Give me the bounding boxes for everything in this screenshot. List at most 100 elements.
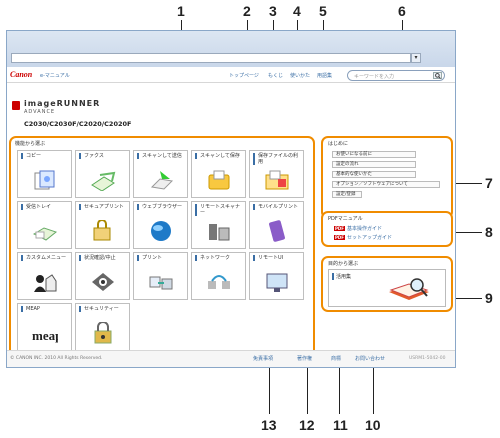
tile-inbox[interactable]: 受信トレイ — [17, 201, 72, 249]
address-dropdown-button[interactable]: ▾ — [411, 53, 421, 63]
callout-11: 11 — [333, 417, 348, 433]
tile-label: ウェブブラウザー — [137, 204, 185, 210]
intro-panel: はじめに お使いになる前に 設定の流れ 基本的な使いかた オプション／ソフトウェ… — [321, 136, 453, 219]
browser-toolbar: ▾ — [7, 31, 455, 67]
secure-print-icon — [90, 219, 116, 242]
copy-icon — [32, 169, 58, 191]
tile-security[interactable]: セキュリティー — [75, 303, 130, 351]
tile-label: セキュリティー — [79, 306, 127, 312]
tile-remote-scanner[interactable]: リモートスキャナー — [191, 201, 246, 249]
page-footer: © CANON INC. 2010 All Rights Reserved. 免… — [7, 350, 455, 367]
intro-panel-title: はじめに — [328, 141, 349, 147]
intro-item-settings[interactable]: 設定/登録 — [332, 191, 362, 198]
purpose-item-usage-guide[interactable]: 活用集 — [328, 269, 446, 307]
callout-2: 2 — [243, 3, 251, 19]
tile-status-monitor[interactable]: 状況確認/中止 — [75, 252, 130, 300]
page-header: Canon e-マニュアル トップページ もくじ 使いかた 用語集 キーワードを… — [7, 69, 455, 83]
print-icon — [148, 271, 174, 293]
intro-item-basic-use[interactable]: 基本的な使いかた — [332, 171, 416, 178]
tile-stored-files[interactable]: 保存ファイルの利用 — [249, 150, 304, 198]
purpose-panel-title: 目的から選ぶ — [328, 261, 359, 267]
search-box: キーワードを入力 — [347, 70, 445, 81]
tile-label: リモートスキャナー — [195, 204, 243, 216]
leader-line-9 — [452, 298, 482, 299]
tile-label: リモートUI — [253, 255, 301, 261]
callout-1: 1 — [177, 3, 185, 19]
footer-link-trademarks[interactable]: 商標 — [331, 356, 342, 362]
tile-remote-ui[interactable]: リモートUI — [249, 252, 304, 300]
tile-label: モバイルプリント — [253, 204, 301, 210]
scan-send-icon — [148, 169, 174, 191]
tile-fax[interactable]: ファクス — [75, 150, 130, 198]
link-how-to-use[interactable]: 使いかた — [290, 73, 311, 79]
intro-item-setup-flow[interactable]: 設定の流れ — [332, 161, 416, 168]
mobile-print-icon — [264, 220, 290, 242]
link-top-page[interactable]: トップページ — [229, 73, 259, 79]
footer-link-contact[interactable]: お問い合わせ — [355, 356, 386, 362]
callout-10: 10 — [365, 417, 381, 433]
callout-3: 3 — [269, 3, 277, 19]
footer-link-disclaimer[interactable]: 免責事項 — [253, 356, 274, 362]
document-number: USRM1-5042-00 — [409, 356, 446, 361]
leader-line-7 — [452, 183, 482, 184]
leader-line-11 — [339, 356, 340, 414]
tile-copy[interactable]: コピー — [17, 150, 72, 198]
remote-scanner-icon — [206, 220, 232, 242]
tile-label: セキュアプリント — [79, 204, 127, 210]
intro-item-before-use[interactable]: お使いになる前に — [332, 151, 416, 158]
link-contents[interactable]: もくじ — [268, 73, 284, 79]
web-browser-icon — [148, 220, 174, 242]
callout-6: 6 — [398, 3, 406, 19]
functions-panel-title: 機能から選ぶ — [15, 141, 46, 147]
tile-web-browser[interactable]: ウェブブラウザー — [133, 201, 188, 249]
footer-link-copyright[interactable]: 著作権 — [297, 356, 313, 362]
tile-secure-print[interactable]: セキュアプリント — [75, 201, 130, 249]
tile-label: 受信トレイ — [21, 204, 69, 210]
tile-label: コピー — [21, 153, 69, 159]
tile-label: ファクス — [79, 153, 127, 159]
tile-label: プリント — [137, 255, 185, 261]
callout-9: 9 — [485, 290, 493, 306]
purpose-item-label: 活用集 — [332, 273, 351, 280]
leader-line-13 — [269, 356, 270, 414]
callout-13: 13 — [261, 417, 277, 433]
tile-custom-menu[interactable]: カスタムメニュー — [17, 252, 72, 300]
pdf-panel-title: PDFマニュアル — [328, 216, 363, 222]
tile-print[interactable]: プリント — [133, 252, 188, 300]
tile-scan-send[interactable]: スキャンして送信 — [133, 150, 188, 198]
tile-mobile-print[interactable]: モバイルプリント — [249, 201, 304, 249]
search-input[interactable]: キーワードを入力 — [354, 74, 395, 80]
canon-logo[interactable]: Canon — [10, 70, 33, 79]
tile-label: 保存ファイルの利用 — [253, 153, 301, 165]
fax-icon — [90, 169, 116, 192]
remote-ui-icon — [264, 271, 290, 293]
pdf-link-label: セットアップガイド — [346, 235, 392, 241]
tile-scan-store[interactable]: スキャンして保存 — [191, 150, 246, 198]
meap-icon: meap — [32, 322, 62, 344]
scan-store-icon — [206, 169, 232, 191]
svg-text:meap: meap — [32, 328, 58, 343]
leader-line-12 — [307, 356, 308, 414]
browser-window: ▾ Canon e-マニュアル トップページ もくじ 使いかた 用語集 キーワー… — [6, 30, 456, 368]
tile-label: スキャンして送信 — [137, 153, 185, 159]
tile-meap[interactable]: MEAPmeap — [17, 303, 72, 351]
leader-line-10 — [373, 356, 374, 414]
security-icon — [90, 321, 116, 344]
link-glossary[interactable]: 用語集 — [317, 73, 333, 79]
callout-7: 7 — [485, 175, 493, 191]
tile-label: ネットワーク — [195, 255, 243, 261]
product-name: imageRUNNER — [24, 99, 101, 108]
intro-item-options-software[interactable]: オプション／ソフトウェアについて — [332, 181, 440, 188]
address-bar[interactable] — [11, 53, 411, 63]
leader-line-8 — [452, 232, 482, 233]
product-subname: ADVANCE — [24, 109, 56, 115]
emanual-label: e-マニュアル — [40, 73, 70, 79]
inbox-icon — [32, 220, 58, 242]
tile-network[interactable]: ネットワーク — [191, 252, 246, 300]
search-button[interactable] — [433, 72, 442, 79]
book-magnifier-icon — [389, 278, 429, 300]
status-monitor-icon — [90, 271, 116, 293]
